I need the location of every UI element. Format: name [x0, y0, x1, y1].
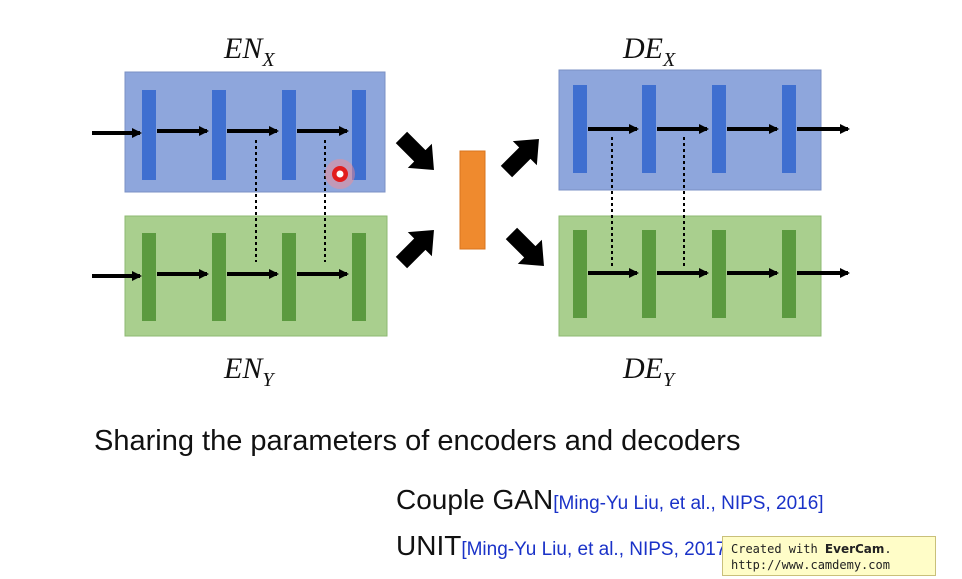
- watermark-url: http://www.camdemy.com: [731, 558, 890, 572]
- decoder-x-layer-4: [782, 85, 796, 173]
- decoder-y-layer-1: [573, 230, 587, 318]
- evercam-watermark: Created with EverCam. http://www.camdemy…: [722, 536, 936, 576]
- pointer-dot-center: [336, 170, 344, 178]
- slide-caption: Sharing the parameters of encoders and d…: [94, 425, 741, 457]
- latent-code: [459, 150, 486, 250]
- label-en-y: ENY: [223, 352, 275, 391]
- encoder-x-layer-3: [282, 90, 296, 180]
- decoder-x-layer-2: [642, 85, 656, 173]
- label-en-x: ENX: [223, 32, 275, 71]
- watermark-line: Created with EverCam.: [731, 542, 892, 556]
- arrow-latent-to-decx: [500, 139, 539, 178]
- decoder-x-layer-1: [573, 85, 587, 173]
- reference-couple-gan: Couple GAN[Ming-Yu Liu, et al., NIPS, 20…: [396, 484, 824, 516]
- label-de-x: DEX: [622, 32, 676, 71]
- arrow-ency-to-latent: [395, 230, 434, 269]
- reference-unit: UNIT[Ming-Yu Liu, et al., NIPS, 2017]: [396, 530, 732, 562]
- watermark-brand: EverCam: [824, 542, 885, 556]
- decoder-y-box: [558, 215, 822, 337]
- decoder-x-layer-3: [712, 85, 726, 173]
- arrow-latent-to-decy: [505, 227, 544, 266]
- arrow-encx-to-latent: [395, 131, 434, 170]
- encoder-y-layer-3: [282, 233, 296, 321]
- reference-citation-link[interactable]: [Ming-Yu Liu, et al., NIPS, 2017]: [461, 539, 732, 560]
- reference-name: Couple GAN: [396, 484, 554, 515]
- decoder-y-layer-3: [712, 230, 726, 318]
- gan-architecture-diagram: ENX DEX ENY DEY: [92, 32, 850, 391]
- encoder-y-layer-2: [212, 233, 226, 321]
- decoder-y-layer-4: [782, 230, 796, 318]
- encoder-y-layer-1: [142, 233, 156, 321]
- label-de-y: DEY: [622, 352, 676, 391]
- encoder-x-layer-4: [352, 90, 366, 180]
- reference-citation-link[interactable]: [Ming-Yu Liu, et al., NIPS, 2016]: [553, 493, 824, 514]
- encoder-y-layer-4: [352, 233, 366, 321]
- reference-name: UNIT: [396, 530, 462, 561]
- decoder-y-layer-2: [642, 230, 656, 318]
- encoder-x-layer-1: [142, 90, 156, 180]
- encoder-x-layer-2: [212, 90, 226, 180]
